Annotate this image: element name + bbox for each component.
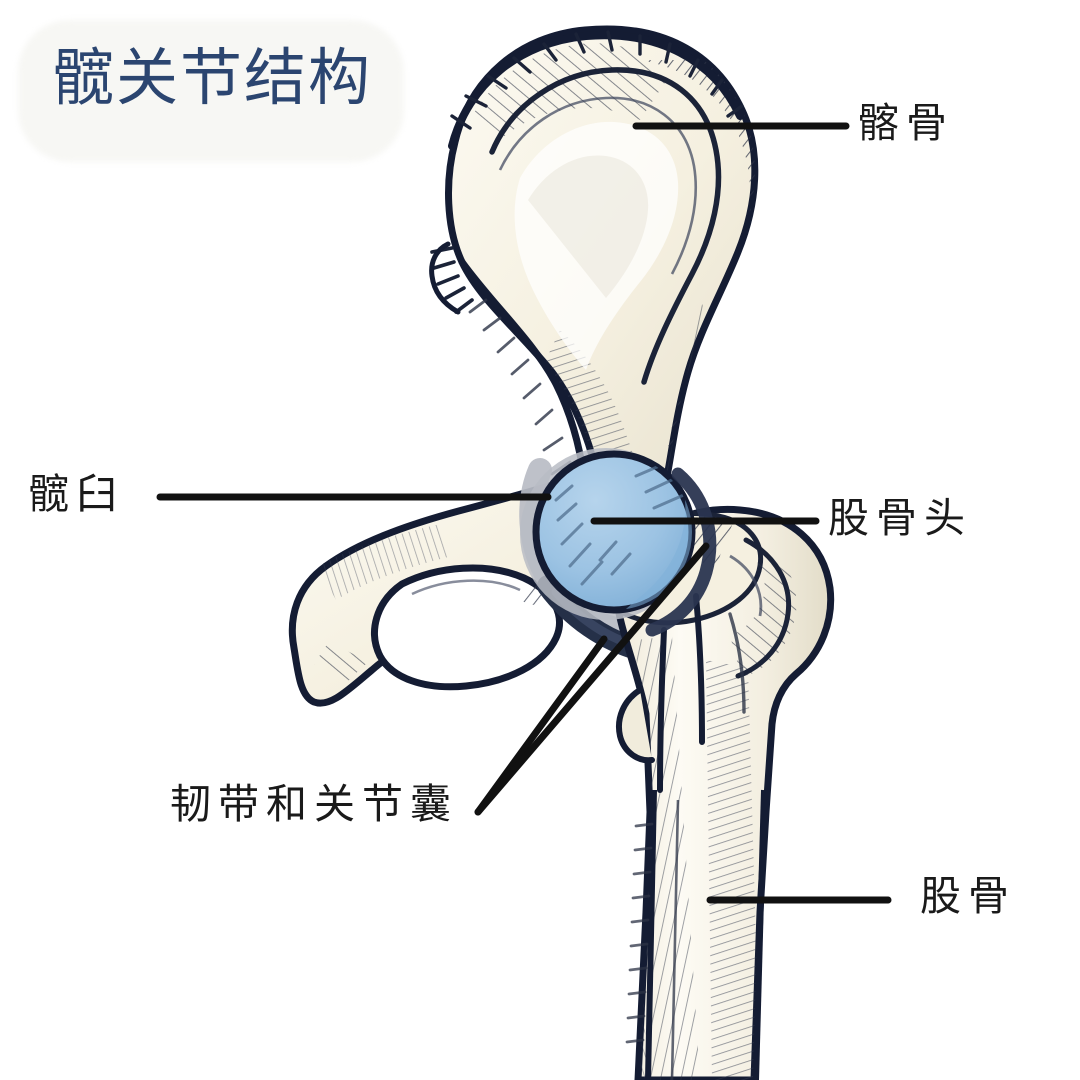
obturator-foramen bbox=[371, 564, 563, 691]
shaft-groove-right bbox=[728, 612, 746, 714]
femur-structure bbox=[592, 505, 835, 1080]
label-acetabulum: 髋臼 bbox=[28, 471, 124, 517]
shaft-groove-left bbox=[657, 627, 667, 793]
lesser-trochanter bbox=[616, 687, 655, 764]
iliac-spine-notches bbox=[429, 241, 474, 315]
intertrochanteric-line bbox=[693, 593, 705, 745]
femoral-head bbox=[520, 448, 717, 637]
iliac-fossa-line bbox=[489, 67, 722, 385]
leader-lines bbox=[156, 122, 892, 904]
shaft-edge-right bbox=[753, 789, 767, 1080]
crest-hatch-marks bbox=[450, 30, 744, 130]
trochanter-inner-line bbox=[729, 554, 763, 617]
sciatic-notch-hatch bbox=[468, 298, 572, 476]
label-femur: 股骨 bbox=[920, 873, 1016, 919]
shaft-serration bbox=[625, 822, 654, 1044]
label-femoral-head: 股骨头 bbox=[828, 495, 972, 541]
title-backdrop bbox=[18, 20, 404, 162]
head-capsule-edge bbox=[645, 467, 717, 637]
label-ilium: 髂骨 bbox=[858, 100, 954, 146]
shaft-inner-line bbox=[670, 799, 680, 1080]
greater-trochanter-ridge bbox=[735, 537, 792, 679]
iliac-crest bbox=[448, 31, 744, 150]
label-ligament-and-capsule: 韧带和关节囊 bbox=[170, 781, 458, 827]
shaft-edge-left bbox=[645, 789, 657, 1080]
leader-line-ligament bbox=[474, 542, 710, 816]
greater-sciatic-notch bbox=[458, 258, 588, 482]
foramen-inner-line bbox=[411, 579, 521, 596]
iliac-fossa-line-inner bbox=[498, 96, 698, 275]
fossa-shade bbox=[528, 155, 649, 298]
page-title: 髋关节结构 bbox=[52, 44, 373, 113]
